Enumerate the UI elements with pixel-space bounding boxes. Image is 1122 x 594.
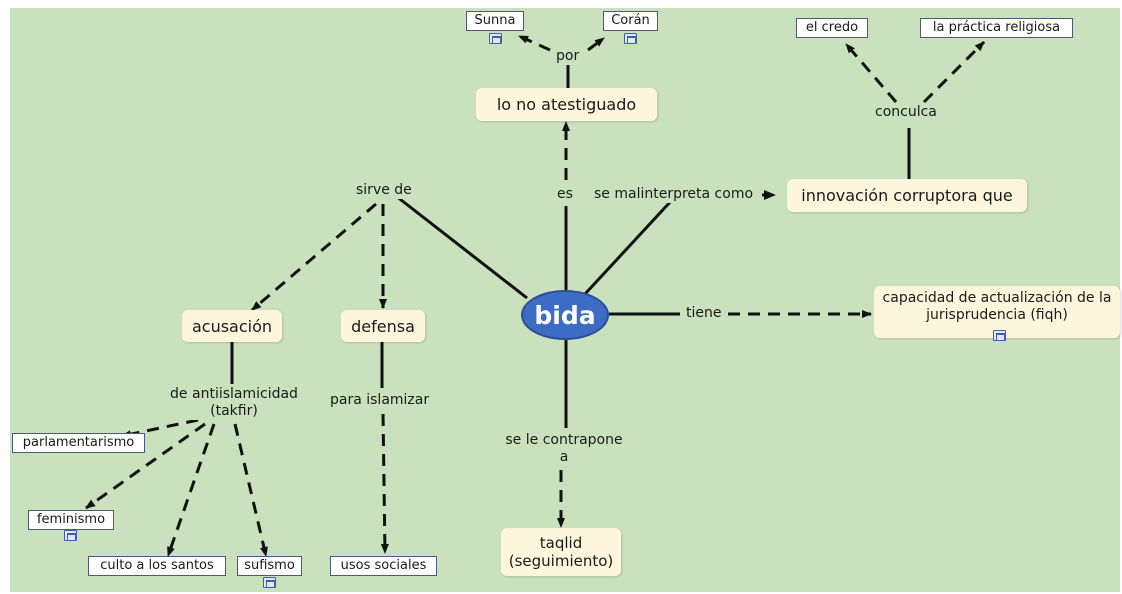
main-concept-bida[interactable]: bida: [521, 290, 609, 340]
arrow-takfir-sufismo: [233, 423, 268, 557]
leaf-coran[interactable]: Corán: [603, 11, 658, 31]
leaf-sufismo[interactable]: sufismo: [237, 556, 302, 576]
link-label-contrapone[interactable]: se le contrapone a: [497, 432, 631, 466]
resource-icon[interactable]: [64, 530, 77, 541]
arrow-por-sunna: [518, 34, 551, 52]
arrow-sirve-acusacion: [251, 202, 377, 312]
concept-lo-no-atestiguado[interactable]: lo no atestiguado: [476, 88, 657, 121]
link-label-se-malinterpreta[interactable]: se malinterpreta como: [592, 186, 756, 203]
leaf-el-credo[interactable]: el credo: [796, 18, 868, 38]
link-bida-sirve: [395, 194, 528, 300]
arrowhead-malinterpreta: [764, 190, 776, 200]
leaf-culto-santos[interactable]: culto a los santos: [88, 556, 226, 576]
resource-icon[interactable]: [489, 33, 502, 44]
arrow-islamizar-usos: [380, 413, 389, 554]
leaf-practica-religiosa[interactable]: la práctica religiosa: [920, 18, 1073, 38]
leaf-sunna[interactable]: Sunna: [466, 11, 524, 31]
link-label-islamizar[interactable]: para islamizar: [328, 392, 432, 409]
link-label-tiene[interactable]: tiene: [684, 305, 724, 322]
leaf-usos-sociales[interactable]: usos sociales: [330, 556, 437, 576]
arrow-conculca-credo: [844, 43, 898, 103]
concept-innovacion[interactable]: innovación corruptora que: [787, 179, 1027, 212]
concept-defensa[interactable]: defensa: [341, 310, 425, 342]
link-label-es[interactable]: es: [555, 186, 575, 203]
arrow-conculca-practica: [922, 40, 986, 104]
link-label-antiislamicidad[interactable]: de antiislamicidad (takfir): [158, 386, 310, 420]
resource-icon[interactable]: [993, 330, 1006, 341]
concept-taqlid[interactable]: taqlid (seguimiento): [501, 528, 621, 576]
link-bida-malinterpreta: [583, 198, 674, 296]
concept-capacidad[interactable]: capacidad de actualización de la jurispr…: [874, 286, 1120, 338]
leaf-feminismo[interactable]: feminismo: [28, 510, 114, 530]
concept-acusacion[interactable]: acusación: [182, 310, 282, 342]
link-label-sirve-de[interactable]: sirve de: [354, 182, 414, 199]
resource-icon[interactable]: [263, 577, 276, 588]
arrow-takfir-culto: [166, 423, 216, 557]
arrow-por-coran: [587, 36, 605, 52]
link-label-conculca[interactable]: conculca: [873, 104, 939, 121]
resource-icon[interactable]: [624, 33, 637, 44]
arrow-takfir-feminismo: [85, 422, 206, 510]
link-label-por[interactable]: por: [554, 48, 582, 65]
leaf-parlamentarismo[interactable]: parlamentarismo: [12, 433, 145, 453]
